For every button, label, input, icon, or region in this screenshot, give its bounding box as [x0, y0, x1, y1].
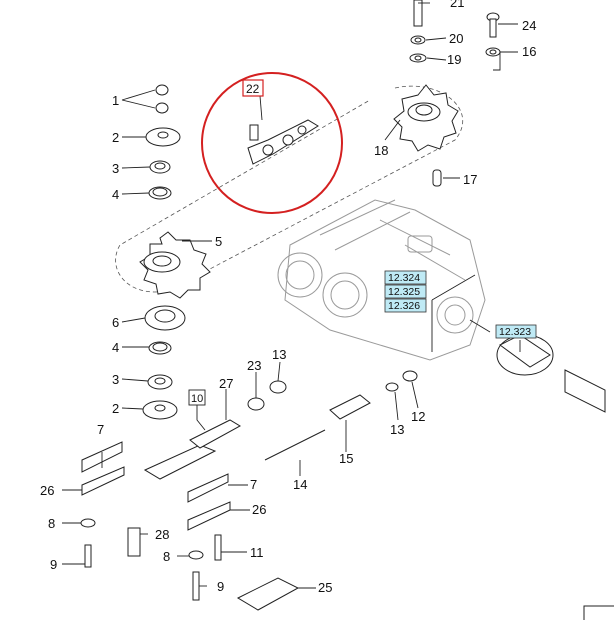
callout-21: 21: [450, 0, 464, 10]
top-fasteners: [409, 0, 501, 187]
leader-lines: [62, 2, 521, 589]
callout-26b: 26: [252, 502, 266, 517]
callout-22: 22: [246, 82, 260, 96]
callout-12: 12: [411, 409, 425, 424]
lower-mechanism: [80, 370, 418, 611]
ref-box-12324: [384, 270, 427, 285]
callout-18: 18: [374, 143, 388, 158]
callout-8b: 8: [163, 549, 170, 564]
callout-22-box: [242, 79, 264, 97]
drive-hub: [496, 334, 606, 413]
chain-link-part: [247, 119, 319, 165]
callout-1: 1: [112, 93, 119, 108]
callout-10-box: [188, 389, 206, 406]
ref-box-12325: [384, 284, 427, 299]
callout-3a: 3: [112, 161, 119, 176]
callout-27: 27: [219, 376, 233, 391]
ref-12326: 12.326: [388, 300, 420, 312]
callout-4a: 4: [112, 187, 119, 202]
callout-5: 5: [215, 234, 222, 249]
callout-labels: 1 2 3 4 5 6 4 3 2 7 26 8 9 10 27 23 13 2…: [40, 0, 536, 595]
callout-19: 19: [447, 52, 461, 67]
lower-sprocket: [139, 231, 211, 299]
callout-4b: 4: [112, 340, 119, 355]
ref-box-12323: [495, 324, 537, 339]
callout-23: 23: [247, 358, 261, 373]
callout-28: 28: [155, 527, 169, 542]
callout-24: 24: [522, 18, 536, 33]
reference-boxes: 12.324 12.325 12.326 12.323: [384, 270, 537, 339]
callout-20: 20: [449, 31, 463, 46]
ref-12325: 12.325: [388, 286, 420, 298]
callout-25: 25: [318, 580, 332, 595]
ref-12323: 12.323: [499, 326, 531, 338]
callout-2b: 2: [112, 401, 119, 416]
callout-17: 17: [463, 172, 477, 187]
callout-11: 11: [250, 545, 264, 560]
callout-13a: 13: [272, 347, 286, 362]
callout-13b: 13: [390, 422, 404, 437]
upper-sprocket: [393, 84, 459, 152]
frame-corner: [583, 605, 614, 620]
callout-10: 10: [191, 393, 203, 405]
callout-6: 6: [112, 315, 119, 330]
callout-7b: 7: [250, 477, 257, 492]
ref-box-12326: [384, 298, 427, 313]
callout-8a: 8: [48, 516, 55, 531]
highlight-circle: [201, 72, 343, 214]
callout-26a: 26: [40, 483, 54, 498]
callout-9b: 9: [217, 579, 224, 594]
gearbox-housing: [277, 199, 486, 361]
callout-7a: 7: [97, 422, 104, 437]
callout-15: 15: [339, 451, 353, 466]
ref-12324: 12.324: [388, 272, 420, 284]
chain-path: [115, 85, 463, 293]
callout-16: 16: [522, 44, 536, 59]
lower-washer-stack: [142, 305, 186, 420]
callout-2a: 2: [112, 130, 119, 145]
callout-3b: 3: [112, 372, 119, 387]
upper-washer-stack: [145, 84, 181, 200]
callout-9a: 9: [50, 557, 57, 572]
callout-14: 14: [293, 477, 307, 492]
